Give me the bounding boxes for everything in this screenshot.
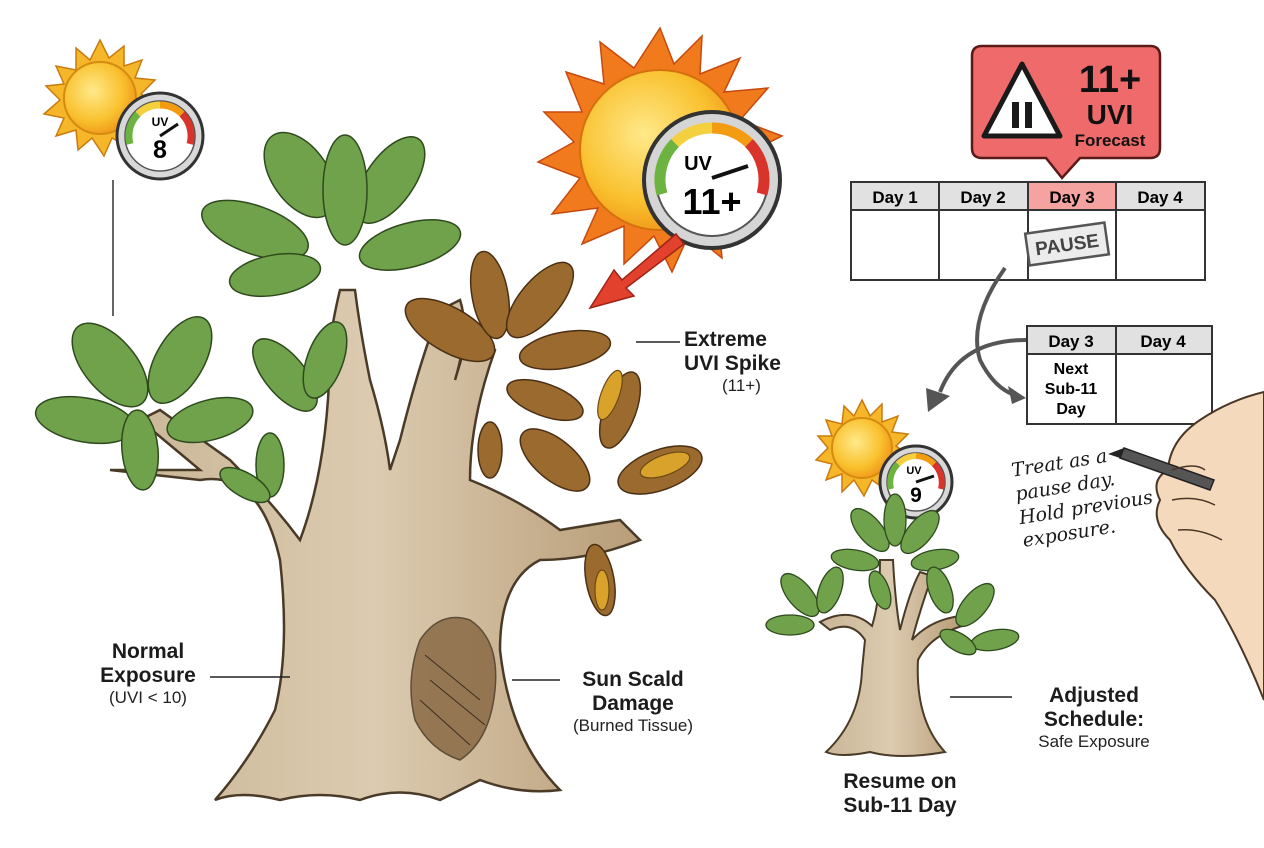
spike-title-line1: Extreme [684, 328, 767, 351]
resume-line2: Sub-11 Day [843, 794, 957, 818]
spike-subtitle: (11+) [722, 376, 761, 396]
resume-label: Resume on Sub-11 Day [820, 770, 980, 818]
arrow-down-left-icon [588, 232, 686, 310]
uv-gauge-adjusted: UV 9 [878, 444, 954, 520]
uv-gauge-normal-label: UV [152, 115, 169, 129]
resume-arrow [938, 338, 1027, 393]
calendar-day-3: Day 3 [1049, 188, 1094, 207]
normal-title-line2: Exposure [100, 664, 196, 688]
uv-gauge-extreme-label: UV [684, 153, 712, 175]
sun-scald-label: Sun Scald Damage (Burned Tissue) [548, 668, 718, 736]
forecast-alert-unit: UVI [1087, 99, 1134, 130]
uv-gauge-adjusted-value: 9 [910, 484, 922, 507]
normal-subtitle: (UVI < 10) [109, 688, 187, 708]
mini-calendar-cell-line2: Sub-11 [1045, 381, 1098, 398]
normal-title-line1: Normal [111, 640, 185, 663]
damage-subtitle: (Burned Tissue) [573, 716, 693, 736]
damage-title-line1: Sun Scald [582, 668, 684, 691]
sun-scald-patch [410, 616, 497, 761]
calendar-day-4: Day 4 [1137, 188, 1183, 207]
uv-gauge-extreme: UV 11+ [642, 110, 782, 250]
calendar-day-2: Day 2 [960, 188, 1005, 207]
damage-title-line2: Damage [592, 692, 674, 716]
forecast-alert: 11+ UVI Forecast [970, 44, 1162, 180]
uv-gauge-normal: UV 8 [115, 91, 205, 181]
adjusted-schedule-label: Adjusted Schedule: Safe Exposure [1014, 684, 1174, 752]
forecast-alert-caption: Forecast [1075, 131, 1146, 150]
mini-calendar: Day 3 Day 4 Next Sub-11 Day [1026, 325, 1213, 425]
mini-calendar-cell-line3: Day [1056, 401, 1085, 418]
uv-gauge-extreme-value: 11+ [682, 181, 741, 222]
adjusted-subtitle: Safe Exposure [1038, 732, 1150, 752]
mini-calendar-cell-line1: Next [1054, 361, 1089, 378]
uv-gauge-adjusted-label: UV [906, 465, 922, 477]
main-tree [34, 131, 703, 802]
uv-gauge-normal-value: 8 [153, 136, 167, 164]
adjusted-title-line1: Adjusted [1049, 684, 1139, 707]
reschedule-arrow [975, 266, 1019, 398]
forecast-alert-value: 11+ [1079, 59, 1141, 101]
mini-calendar-day-4: Day 4 [1140, 332, 1186, 351]
small-tree [765, 493, 1020, 757]
hand-with-marker-icon [1108, 390, 1264, 701]
warning-triangle-icon [981, 61, 1063, 139]
spike-label: Extreme UVI Spike (11+) [684, 328, 814, 396]
resume-line1: Resume on [843, 770, 957, 793]
mini-calendar-day-3: Day 3 [1048, 332, 1093, 351]
adjusted-title-line2: Schedule: [1043, 708, 1145, 732]
normal-exposure-label: Normal Exposure (UVI < 10) [88, 640, 208, 708]
calendar-day-1: Day 1 [872, 188, 917, 207]
forecast-calendar: Day 1 Day 2 Day 3 Day 4 PAUSE [850, 181, 1206, 281]
spike-title-line2: UVI Spike [684, 352, 781, 376]
pause-stamp: PAUSE [1023, 221, 1111, 267]
